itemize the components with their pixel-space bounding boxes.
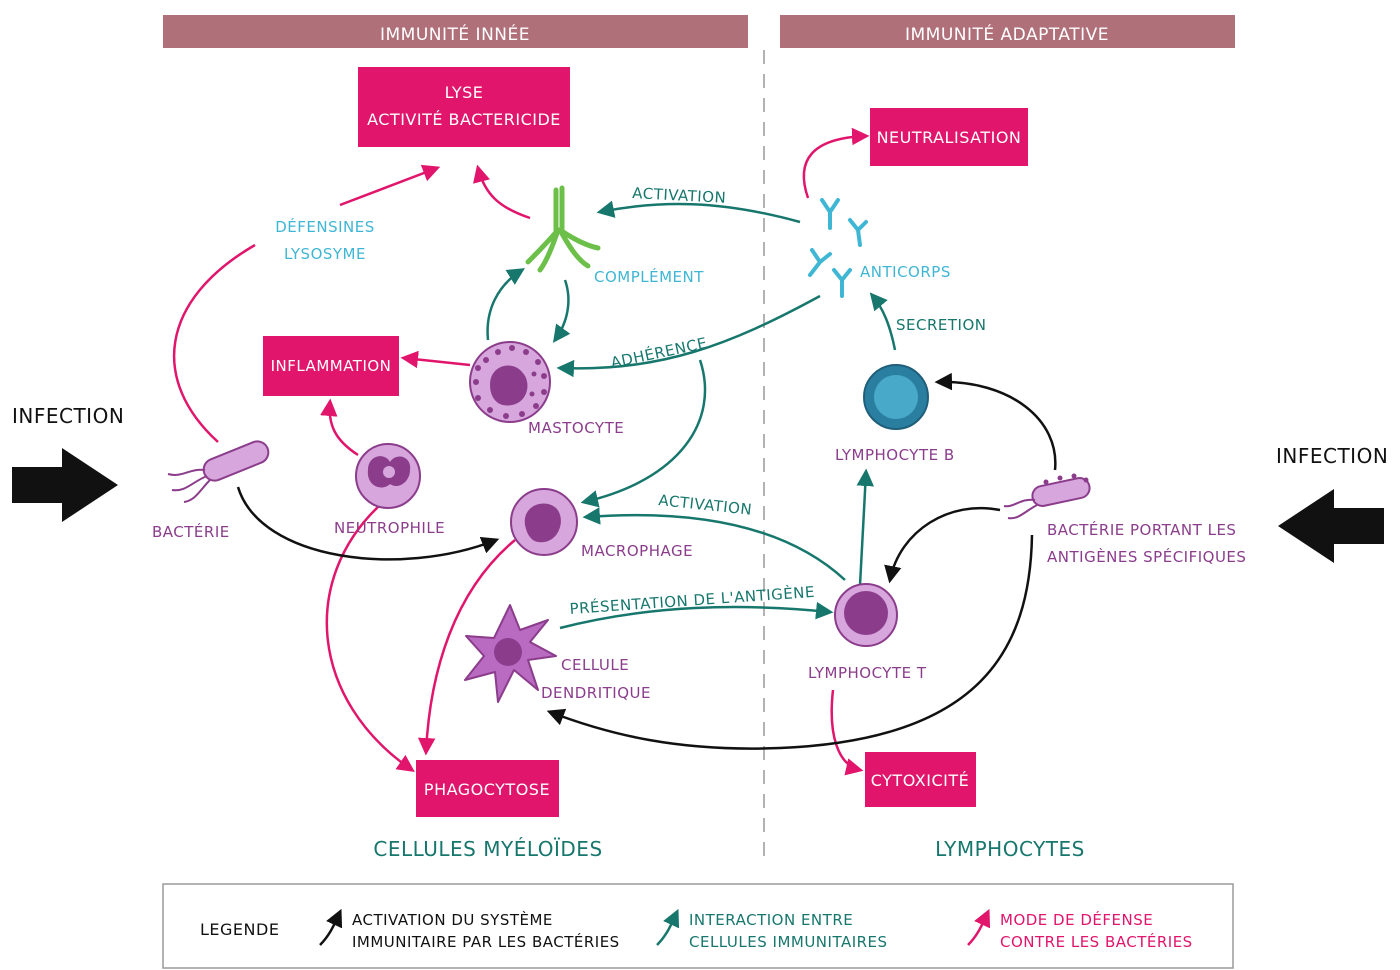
- adherence-label: ADHÉRENCE: [609, 333, 709, 372]
- dendritic-label-line2: DENDRITIQUE: [541, 684, 651, 702]
- antigen-bacteria-icon: [1003, 473, 1091, 520]
- adaptive-header-bar: [780, 15, 1235, 48]
- arrow-activation-lymphocyte-t-to-macrophage: [582, 507, 846, 581]
- arrow-activation-antibodies-to-complement: [596, 200, 801, 224]
- bacteria-icon: [167, 440, 270, 503]
- arrow-presentation-dendritic-to-lymphocyte-t: [559, 601, 834, 630]
- arrow-secretion-lymphocyte-b-to-antibodies: [869, 292, 897, 351]
- macrophage-label: MACROPHAGE: [581, 542, 693, 560]
- complement-label: COMPLÉMENT: [594, 267, 704, 286]
- lysis-box-line2: ACTIVITÉ BACTERICIDE: [367, 110, 561, 129]
- anticorps-label: ANTICORPS: [860, 263, 951, 281]
- legend-teal-line1: INTERACTION ENTRE: [689, 911, 853, 929]
- presentation-label: PRÉSENTATION DE L'ANTIGÈNE: [569, 582, 816, 618]
- arrow-neutrophile-to-inflammation: [320, 398, 359, 457]
- mastocyte-label: MASTOCYTE: [528, 419, 624, 437]
- arrow-mastocyte-to-complement: [486, 268, 525, 341]
- arrow-lymphocyte-t-to-lymphocyte-b: [856, 468, 875, 586]
- lymphocyte-b-label: LYMPHOCYTE B: [835, 446, 955, 464]
- macrophage-icon: [510, 488, 578, 556]
- arrow-macrophage-to-phagocytose: [417, 539, 516, 756]
- legend-teal-line2: CELLULES IMMUNITAIRES: [689, 933, 888, 951]
- legend-black-line2: IMMUNITAIRE PAR LES BACTÉRIES: [352, 932, 620, 951]
- arrow-adherence-antibodies-to-mastocyte: [556, 294, 821, 378]
- innate-header-bar: [163, 15, 748, 48]
- lysis-box-line1: LYSE: [445, 83, 484, 102]
- infection-left-label: INFECTION: [12, 404, 124, 428]
- lysis-box: [358, 67, 570, 147]
- activation-mid-label: ACTIVATION: [658, 491, 753, 519]
- infection-right-label: INFECTION: [1276, 444, 1388, 468]
- dendritic-cell-icon: [464, 604, 557, 703]
- legend-title: LEGENDE: [200, 920, 279, 939]
- lymphocyte-b-icon: [863, 364, 929, 430]
- infection-right-arrow: [1278, 489, 1384, 563]
- cytoxicite-box-label: CYTOXICITÉ: [871, 771, 969, 790]
- mastocyte-icon: [469, 341, 551, 423]
- neutralisation-box: [870, 108, 1028, 166]
- legend-pink-line2: CONTRE LES BACTÉRIES: [1000, 932, 1193, 951]
- antibodies-icon: [808, 198, 868, 298]
- innate-header-label: IMMUNITÉ INNÉE: [380, 23, 530, 45]
- secretion-label: SECRETION: [896, 316, 987, 334]
- neutrophile-label: NEUTROPHILE: [334, 519, 445, 537]
- neutrophile-icon: [355, 443, 421, 509]
- legend-black-line1: ACTIVATION DU SYSTÈME: [352, 910, 553, 929]
- dendritic-label-line1: CELLULE: [561, 656, 629, 674]
- arrow-mastocyte-to-inflammation: [400, 350, 471, 369]
- infection-left-arrow: [12, 448, 118, 522]
- arrow-defensines-to-lysis: [339, 164, 441, 207]
- arrow-neutrophile-to-phagocytose: [325, 504, 415, 772]
- complement-icon: [525, 185, 601, 273]
- antigen-bacteria-label-line2: ANTIGÈNES SPÉCIFIQUES: [1047, 547, 1246, 566]
- cytoxicite-box: [865, 752, 976, 807]
- phagocytose-box-label: PHAGOCYTOSE: [424, 780, 550, 799]
- bacterie-label: BACTÉRIE: [152, 522, 230, 541]
- arrow-bacteria-to-defensines: [172, 243, 256, 443]
- legend-pink-arrow-icon: [967, 908, 991, 946]
- adaptive-header-label: IMMUNITÉ ADAPTATIVE: [905, 23, 1109, 45]
- arrow-antigen-bacteria-to-dendritic: [546, 534, 1034, 750]
- arrow-complement-to-lysis: [473, 164, 531, 220]
- myeloid-group-label: CELLULES MYÉLOÏDES: [373, 837, 602, 861]
- arrow-antigen-bacteria-to-lymphocyte-b: [934, 372, 1057, 471]
- arrow-bacteria-to-macrophage: [236, 486, 500, 561]
- lymphocytes-group-label: LYMPHOCYTES: [935, 837, 1085, 861]
- defensines-label: DÉFENSINES: [275, 217, 375, 236]
- arrow-lymphocyte-t-to-cytoxicite: [830, 689, 864, 776]
- neutralisation-box-label: NEUTRALISATION: [877, 128, 1022, 147]
- legend-teal-arrow-icon: [656, 908, 680, 946]
- inflammation-box-label: INFLAMMATION: [271, 357, 392, 375]
- arrow-mastocyte-region-to-macrophage: [580, 359, 707, 508]
- arrow-antigen-bacteria-to-lymphocyte-t: [884, 506, 1001, 584]
- legend-black-arrow-icon: [319, 908, 343, 946]
- legend-pink-line1: MODE DE DÉFENSE: [1000, 910, 1153, 929]
- arrow-antibodies-to-neutralisation: [802, 127, 870, 199]
- lymphocyte-t-icon: [834, 583, 898, 647]
- phagocytose-box: [416, 760, 559, 817]
- antigen-bacteria-label-line1: BACTÉRIE PORTANT LES: [1047, 520, 1236, 539]
- lymphocyte-t-label: LYMPHOCYTE T: [808, 664, 927, 682]
- arrow-complement-to-mastocyte: [552, 279, 571, 343]
- inflammation-box: [263, 336, 399, 396]
- activation-top-label: ACTIVATION: [632, 184, 727, 207]
- lysosyme-label: LYSOSYME: [284, 245, 366, 263]
